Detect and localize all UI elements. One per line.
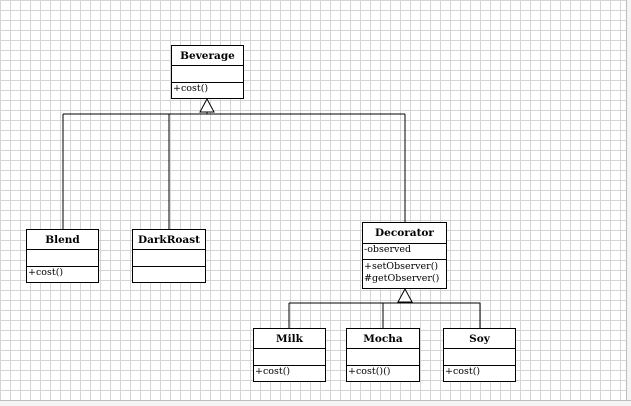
class-decorator-op-1: +setObserver(): [364, 261, 439, 272]
decorator-inheritance-arrowhead: [397, 287, 413, 303]
window-edge-bottom: [0, 400, 631, 406]
class-blend-attributes: [27, 249, 98, 266]
class-milk-attributes: [254, 348, 325, 365]
class-soy-op-1: +cost(): [445, 366, 481, 377]
class-decorator-attr-1: -observed: [364, 244, 412, 255]
class-beverage-operations: +cost(): [172, 82, 243, 98]
window-edge-right: [626, 0, 631, 405]
class-beverage-name: Beverage: [180, 49, 235, 62]
class-darkroast[interactable]: DarkRoast: [132, 229, 206, 283]
class-decorator-operations: +setObserver() #getObserver(): [363, 259, 446, 288]
class-blend-operations: +cost(): [27, 266, 98, 282]
class-soy-attributes: [444, 348, 515, 365]
class-soy[interactable]: Soy +cost(): [443, 328, 516, 382]
class-beverage-attributes: [172, 65, 243, 82]
class-milk-op-1: +cost(): [255, 366, 291, 377]
class-darkroast-attributes: [133, 249, 205, 266]
class-darkroast-name: DarkRoast: [137, 233, 200, 246]
class-milk[interactable]: Milk +cost(): [253, 328, 326, 382]
connectors: [62, 97, 481, 329]
class-mocha-name: Mocha: [363, 332, 403, 345]
class-beverage-op-1: +cost(): [173, 83, 209, 94]
class-beverage[interactable]: Beverage +cost(): [171, 45, 244, 99]
class-decorator[interactable]: Decorator -observed +setObserver() #getO…: [362, 222, 447, 289]
class-mocha[interactable]: Mocha +cost()(): [346, 328, 420, 382]
class-mocha-operations: +cost()(): [347, 365, 419, 381]
class-blend[interactable]: Blend +cost(): [26, 229, 99, 283]
class-mocha-attributes: [347, 348, 419, 365]
class-darkroast-operations: [133, 266, 205, 282]
beverage-inheritance-arrowhead: [199, 97, 215, 113]
class-decorator-name: Decorator: [375, 227, 434, 239]
class-decorator-attributes: -observed: [363, 243, 446, 259]
class-milk-name: Milk: [276, 332, 303, 345]
class-soy-operations: +cost(): [444, 365, 515, 381]
class-soy-name: Soy: [469, 332, 490, 345]
class-milk-operations: +cost(): [254, 365, 325, 381]
class-blend-name: Blend: [45, 233, 80, 246]
class-mocha-op-1: +cost()(): [348, 366, 391, 377]
class-decorator-op-2: #getObserver(): [364, 273, 440, 284]
class-blend-op-1: +cost(): [28, 267, 64, 278]
